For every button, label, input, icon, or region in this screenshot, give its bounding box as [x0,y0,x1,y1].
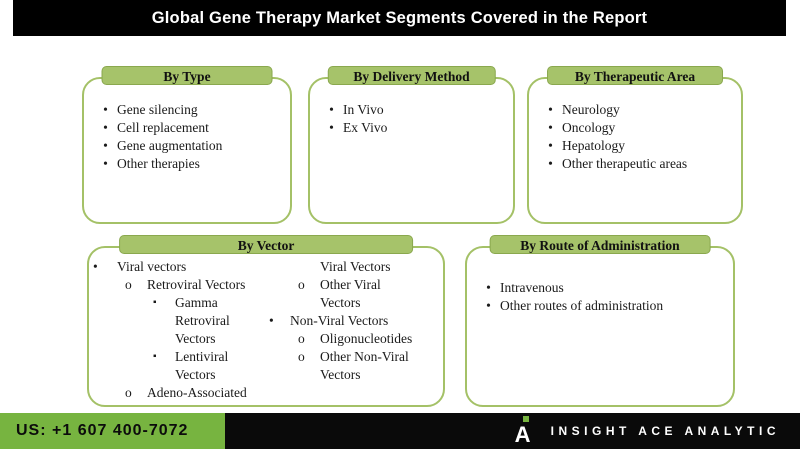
logo-letter: A [514,422,531,447]
list-item-label: Other Viral Vectors [320,277,381,310]
list-item-label: Viral Vectors [320,259,391,274]
list-item: ▪ Lentiviral Vectors [89,348,267,384]
list-item-label: Other routes of administration [500,298,664,313]
segment-header-type: By Type [101,66,273,85]
circle-bullet-icon: o [298,349,305,364]
route-list: • Intravenous • Other routes of administ… [467,248,733,315]
bullet-icon: • [103,156,108,171]
segment-box-therapeutic-area: By Therapeutic Area • Neurology • Oncolo… [527,66,743,224]
list-item-label: In Vivo [343,102,384,117]
brand-logo-icon: A [515,413,537,449]
logo-dot-icon [522,416,529,422]
bullet-icon: • [269,313,274,328]
bullet-icon: • [486,298,491,313]
brand-lockup: A INSIGHT ACE ANALYTIC [515,413,780,449]
bullet-spacer [298,258,320,276]
list-item-label: Lentiviral Vectors [175,349,229,382]
segment-header-delivery-method: By Delivery Method [327,66,496,85]
delivery-list: • In Vivo • Ex Vivo [310,79,513,137]
list-item-label: Adeno-Associated [147,385,247,400]
bullet-icon: • [103,138,108,153]
bullet-icon: • [548,138,553,153]
segment-box-route-of-administration: By Route of Administration • Intravenous… [465,235,735,407]
list-item: o Adeno-Associated [89,384,267,402]
vector-column-2: Viral Vectors o Other Viral Vectors • No… [267,258,439,402]
type-list: • Gene silencing • Cell replacement • Ge… [84,79,290,173]
circle-bullet-icon: o [298,331,305,346]
vector-list: • Viral vectors o Retroviral Vectors ▪ G… [89,248,443,402]
list-item: • Other routes of administration [477,297,733,315]
list-item: • Non-Viral Vectors [267,312,439,330]
segment-box-delivery-method: By Delivery Method • In Vivo • Ex Vivo [308,66,515,224]
vector-column-1: • Viral vectors o Retroviral Vectors ▪ G… [89,258,267,402]
bullet-icon: • [548,120,553,135]
segment-header-route-of-administration: By Route of Administration [489,235,711,254]
list-item-label: Gene augmentation [117,138,223,153]
list-item: • Other therapeutic areas [539,155,741,173]
therapeutic-list: • Neurology • Oncology • Hepatology • Ot… [529,79,741,173]
segment-header-vector: By Vector [119,235,413,254]
list-item: • Gene augmentation [94,137,290,155]
list-item: o Other Non-Viral Vectors [267,348,439,384]
list-item-label: Neurology [562,102,620,117]
bullet-icon: • [93,259,98,274]
list-item: • Intravenous [477,279,733,297]
circle-bullet-icon: o [298,277,305,292]
brand-name: INSIGHT ACE ANALYTIC [550,424,780,438]
list-item: • Oncology [539,119,741,137]
phone-badge: US: +1 607 400-7072 [0,413,225,449]
list-item-label: Retroviral Vectors [147,277,246,292]
list-item-label: Hepatology [562,138,625,153]
bullet-icon: • [329,102,334,117]
page-title: Global Gene Therapy Market Segments Cove… [151,8,648,27]
list-item: • Gene silencing [94,101,290,119]
list-item-label: Other therapies [117,156,200,171]
list-item-label: Other Non-Viral Vectors [320,349,409,382]
list-item: • Hepatology [539,137,741,155]
list-item-label: Gene silencing [117,102,198,117]
circle-bullet-icon: o [125,385,132,400]
list-item-label: Viral vectors [117,259,187,274]
list-item: • Neurology [539,101,741,119]
title-bar: Global Gene Therapy Market Segments Cove… [13,0,786,36]
list-item-continuation: Viral Vectors [267,258,439,276]
bullet-icon: • [103,102,108,117]
list-item: • In Vivo [320,101,513,119]
list-item: • Cell replacement [94,119,290,137]
bullet-icon: • [103,120,108,135]
square-bullet-icon: ▪ [153,297,157,308]
bullet-icon: • [548,156,553,171]
segment-box-type: By Type • Gene silencing • Cell replacem… [82,66,292,224]
list-item-label: Non-Viral Vectors [290,313,389,328]
segment-box-vector: By Vector • Viral vectors o Retroviral V… [87,235,445,407]
list-item: • Ex Vivo [320,119,513,137]
list-item-label: Ex Vivo [343,120,388,135]
list-item: o Other Viral Vectors [267,276,439,312]
list-item-label: Cell replacement [117,120,209,135]
list-item-label: Oligonucleotides [320,331,413,346]
bullet-icon: • [548,102,553,117]
list-item: • Other therapies [94,155,290,173]
phone-number: US: +1 607 400-7072 [16,422,189,439]
footer-bar: US: +1 607 400-7072 A INSIGHT ACE ANALYT… [0,413,800,449]
bullet-icon: • [486,280,491,295]
circle-bullet-icon: o [125,277,132,292]
list-item-label: Other therapeutic areas [562,156,688,171]
list-item: ▪ Gamma Retroviral Vectors [89,294,267,348]
bullet-icon: • [329,120,334,135]
list-item-label: Intravenous [500,280,564,295]
list-item: • Viral vectors [89,258,267,276]
list-item: o Retroviral Vectors [89,276,267,294]
list-item-label: Oncology [562,120,616,135]
list-item: o Oligonucleotides [267,330,439,348]
list-item-label: Gamma Retroviral Vectors [175,295,230,346]
segment-header-therapeutic-area: By Therapeutic Area [547,66,723,85]
square-bullet-icon: ▪ [153,351,157,362]
